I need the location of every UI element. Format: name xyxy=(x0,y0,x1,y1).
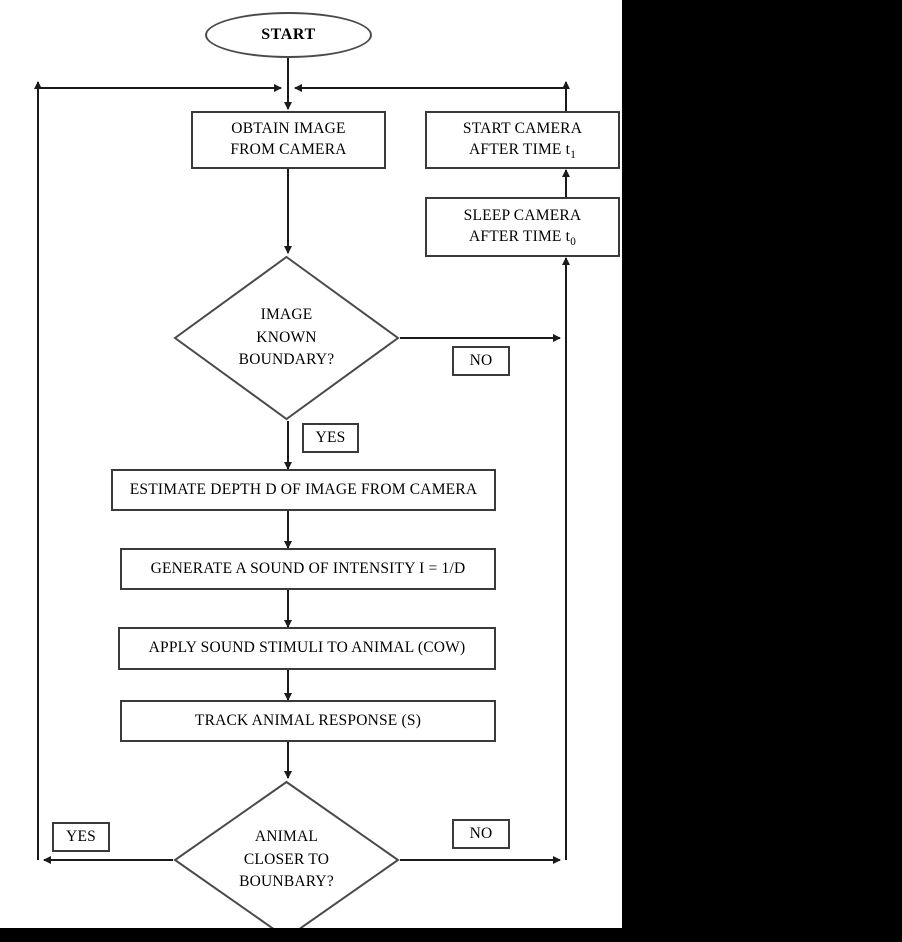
diamond-shape-boundary xyxy=(173,255,400,421)
node-start[interactable]: START xyxy=(205,12,372,58)
diagram-canvas: START OBTAIN IMAGE FROM CAMERA START CAM… xyxy=(0,0,622,928)
node-image-known-boundary-line2: KNOWN xyxy=(256,328,317,346)
node-estimate-depth-label: ESTIMATE DEPTH D OF IMAGE FROM CAMERA xyxy=(129,480,478,498)
connector-layer xyxy=(34,57,570,864)
node-image-known-boundary-line1: IMAGE xyxy=(260,306,313,324)
node-generate-sound[interactable]: GENERATE A SOUND OF INTENSITY I = 1/D xyxy=(120,548,496,590)
node-track-response[interactable]: TRACK ANIMAL RESPONSE (S) xyxy=(120,700,496,742)
node-start-camera-line2: AFTER TIME t1 xyxy=(469,140,576,161)
node-track-response-label: TRACK ANIMAL RESPONSE (S) xyxy=(194,711,422,729)
node-start-label: START xyxy=(261,26,316,43)
node-animal-closer-line3: BOUNBARY? xyxy=(239,873,334,891)
node-sleep-camera-subscript: 0 xyxy=(570,236,576,249)
edge-label-animal-yes: YES xyxy=(52,822,110,852)
edge-label-boundary-no-text: NO xyxy=(469,352,493,369)
node-start-camera-line2-text: AFTER TIME t xyxy=(469,141,571,158)
edge-label-boundary-yes-text: YES xyxy=(315,429,346,446)
node-image-known-boundary-line3: BOUNDARY? xyxy=(238,351,335,369)
edge-label-animal-no-text: NO xyxy=(469,825,493,842)
node-sleep-camera-line2-text: AFTER TIME t xyxy=(469,228,571,245)
node-sleep-camera-line2: AFTER TIME t0 xyxy=(469,227,576,248)
node-apply-stimuli[interactable]: APPLY SOUND STIMULI TO ANIMAL (COW) xyxy=(118,627,496,670)
node-start-camera[interactable]: START CAMERA AFTER TIME t1 xyxy=(425,111,620,169)
node-animal-closer-line2: CLOSER TO xyxy=(243,850,330,868)
node-generate-sound-label: GENERATE A SOUND OF INTENSITY I = 1/D xyxy=(150,559,466,577)
node-obtain-image-line2: FROM CAMERA xyxy=(230,141,347,158)
node-sleep-camera-line1: SLEEP CAMERA xyxy=(463,207,582,225)
edge-label-boundary-no: NO xyxy=(452,346,510,376)
edge-label-boundary-yes: YES xyxy=(302,423,359,453)
node-animal-closer-text: ANIMAL CLOSER TO BOUNBARY? xyxy=(173,780,400,928)
diamond-shape-animal xyxy=(173,780,400,928)
node-animal-closer[interactable]: ANIMAL CLOSER TO BOUNBARY? xyxy=(173,780,400,928)
node-image-known-boundary[interactable]: IMAGE KNOWN BOUNDARY? xyxy=(173,255,400,421)
edge-label-animal-no: NO xyxy=(452,819,510,849)
edge-label-animal-yes-text: YES xyxy=(66,828,96,845)
node-obtain-image[interactable]: OBTAIN IMAGE FROM CAMERA xyxy=(191,111,386,169)
node-obtain-image-line1: OBTAIN IMAGE xyxy=(231,120,346,138)
node-start-camera-line1: START CAMERA xyxy=(462,120,583,138)
node-estimate-depth[interactable]: ESTIMATE DEPTH D OF IMAGE FROM CAMERA xyxy=(111,469,496,511)
node-image-known-boundary-text: IMAGE KNOWN BOUNDARY? xyxy=(173,255,400,421)
node-apply-stimuli-label: APPLY SOUND STIMULI TO ANIMAL (COW) xyxy=(148,639,466,657)
node-animal-closer-line1: ANIMAL xyxy=(254,828,319,846)
node-sleep-camera[interactable]: SLEEP CAMERA AFTER TIME t0 xyxy=(425,197,620,257)
node-start-camera-subscript: 1 xyxy=(570,149,576,162)
